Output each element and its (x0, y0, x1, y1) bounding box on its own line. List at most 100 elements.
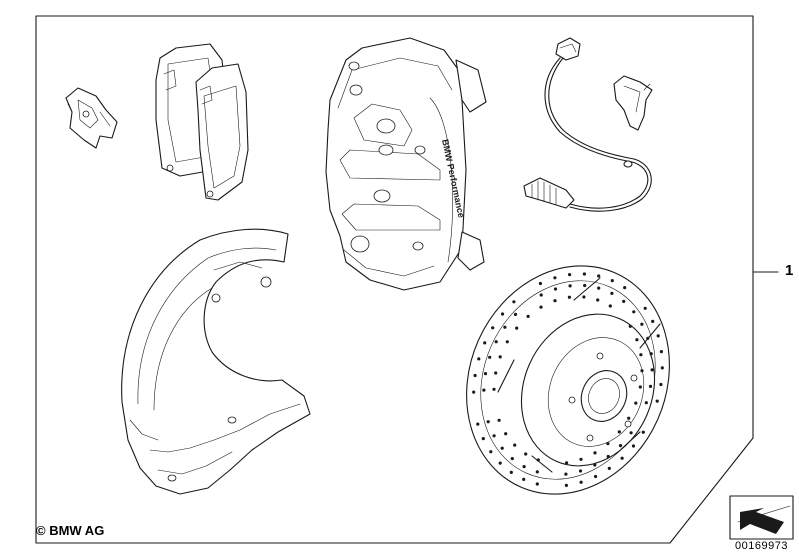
disc-drill-hole (522, 477, 526, 481)
brake-pad-set (155, 43, 249, 201)
disc-drill-hole (579, 480, 583, 484)
disc-drill-hole (522, 465, 526, 469)
group-boundary-outline (35, 15, 754, 544)
brake-wear-sensor (523, 37, 652, 212)
disc-drill-hole (492, 387, 496, 391)
disc-drill-hole (568, 284, 572, 288)
disc-drill-hole (651, 319, 655, 323)
brake-disc (466, 265, 670, 495)
disc-drill-hole (623, 286, 627, 290)
pad-spring-clip (65, 87, 118, 149)
disc-drill-hole (582, 272, 587, 276)
disc-drill-hole (565, 461, 569, 465)
disc-drill-hole (597, 286, 601, 290)
disc-drill-hole (535, 470, 539, 474)
disc-drill-hole (498, 461, 502, 465)
disc-drill-hole (640, 322, 644, 326)
disc-drill-hole (607, 466, 611, 470)
disc-drill-hole (631, 444, 636, 448)
disc-drill-hole (639, 353, 643, 357)
disc-drill-hole (488, 355, 492, 359)
disc-drill-hole (564, 483, 569, 487)
disc-drill-hole (644, 401, 648, 405)
disc-drill-hole (564, 472, 568, 476)
callout-number: 1 (785, 262, 794, 279)
disc-drill-hole (656, 334, 660, 338)
disc-drill-hole (618, 444, 623, 448)
disc-drill-hole (489, 450, 493, 454)
sensor-holder-clip (613, 75, 653, 131)
disc-drill-hole (553, 299, 557, 303)
disc-drill-hole (632, 310, 636, 314)
disc-drill-hole (491, 326, 495, 330)
disc-drill-hole (634, 401, 638, 405)
disc-drill-hole (578, 469, 583, 473)
disc-drill-hole (500, 312, 505, 316)
disc-drill-hole (646, 336, 650, 340)
disc-drill-hole (622, 299, 626, 303)
disc-drill-hole (643, 306, 647, 310)
disc-drill-hole (539, 305, 543, 309)
disc-drill-hole (650, 368, 654, 372)
disc-drill-hole (638, 385, 642, 389)
disc-drill-hole (483, 372, 488, 376)
arrow-pointer-icon (729, 495, 794, 540)
disc-drill-hole (659, 382, 663, 387)
disc-drill-hole (606, 442, 610, 446)
disc-drill-hole (492, 434, 496, 438)
disc-drill-hole (505, 340, 509, 344)
disc-drill-hole (497, 418, 501, 422)
disc-drill-hole (510, 457, 514, 461)
disc-drill-hole (486, 420, 490, 424)
disc-drill-hole (536, 458, 540, 462)
copyright-notice: © BMW AG (36, 523, 105, 538)
disc-drill-hole (593, 463, 597, 467)
disc-drill-hole (641, 430, 645, 434)
disc-drill-hole (473, 373, 477, 378)
disc-drill-hole (627, 416, 631, 420)
disc-drill-hole (477, 357, 481, 361)
disc-drill-hole (512, 300, 516, 304)
disc-drill-hole (597, 274, 601, 278)
disc-drill-hole (513, 312, 518, 316)
disc-drill-hole (640, 369, 644, 373)
brake-caliper: BMW Performance (325, 37, 487, 291)
disc-drill-hole (504, 432, 508, 436)
disc-drill-hole (513, 443, 517, 447)
disc-drill-hole (481, 437, 485, 441)
disc-drill-hole (620, 456, 624, 460)
disc-drill-hole (553, 287, 558, 291)
disc-drill-hole (659, 350, 664, 354)
disc-drill-hole (472, 390, 476, 394)
disc-drill-hole (594, 474, 598, 479)
disc-drill-hole (610, 279, 614, 283)
disc-drill-hole (617, 430, 621, 434)
disc-drill-hole (498, 355, 502, 359)
disc-drill-hole (476, 422, 480, 426)
disc-drill-hole (629, 431, 633, 435)
disc-drill-hole (628, 324, 632, 328)
disc-drill-hole (593, 451, 597, 455)
disc-drill-hole (483, 341, 487, 345)
diagram-number: 00169973 (735, 540, 788, 552)
disc-drill-hole (482, 388, 486, 392)
disc-drill-hole (553, 276, 557, 280)
disc-drill-hole (606, 454, 610, 459)
disc-drill-hole (582, 295, 586, 299)
disc-drill-hole (503, 325, 507, 329)
brake-dust-shield (121, 228, 311, 495)
disc-drill-hole (526, 314, 530, 318)
disc-drill-hole (579, 457, 583, 461)
disc-drill-hole (583, 283, 587, 288)
disc-drill-hole (568, 273, 572, 277)
disc-drill-hole (494, 371, 498, 375)
disc-drill-hole (655, 399, 659, 403)
disc-drill-hole (535, 482, 539, 486)
disc-drill-hole (610, 291, 614, 295)
disc-drill-hole (596, 298, 600, 302)
disc-drill-hole (515, 326, 519, 330)
disc-drill-hole (494, 340, 498, 344)
disc-drill-hole (524, 452, 528, 456)
disc-drill-hole (500, 446, 504, 450)
